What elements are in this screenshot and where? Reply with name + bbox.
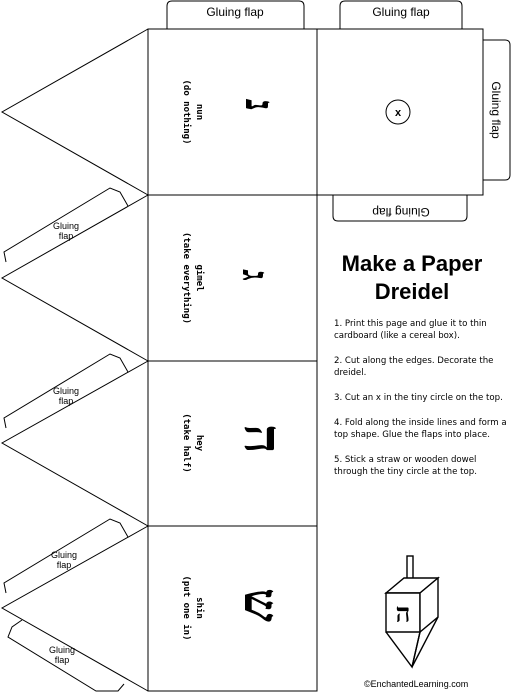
right-gluing-flap [483, 39, 511, 181]
left-flap-2-label-line1: Gluing [53, 386, 79, 396]
face-nun-meaning: (do nothing) [181, 79, 192, 144]
left-flap-2-label-line2: flap [59, 396, 74, 406]
bottom-flap-label: Gluing flap [372, 205, 430, 219]
left-flap-3-label-line1: Gluing [51, 550, 77, 560]
left-flap-4-label-line1: Gluing [49, 645, 75, 655]
top-left-flap-label: Gluing flap [206, 5, 264, 19]
left-flap-1-label-line2: flap [59, 231, 74, 241]
face-shin [147, 525, 318, 692]
top-left-gluing-flap [166, 0, 305, 29]
face-nun-glyph: נ [236, 98, 283, 111]
title-line-1: Make a Paper [341, 251, 483, 276]
face-gimel [147, 194, 318, 362]
face-gimel-meaning: (take everything) [181, 232, 192, 324]
face-gimel-glyph: ג [234, 269, 276, 281]
left-flap-3-label-line2: flap [57, 560, 72, 570]
face-gimel-name: gimel [194, 264, 205, 291]
left-gluing-flap-3 [3, 518, 129, 594]
triangle-1 [0, 28, 149, 196]
left-flap-4-label-line2: flap [55, 655, 70, 665]
left-gluing-flap-1 [3, 187, 129, 263]
instruction-list: 1. Print this page and glue it to thin c… [334, 318, 510, 491]
instruction-step-2: 2. Cut along the edges. Decorate the dre… [334, 356, 494, 378]
title-line-2: Dreidel [374, 279, 450, 304]
right-flap-label: Gluing flap [489, 81, 503, 139]
face-hey-glyph: ה [232, 424, 293, 454]
face-nun [147, 28, 318, 196]
triangle-2 [0, 194, 149, 362]
instruction-step-1: 1. Print this page and glue it to thin c… [334, 319, 487, 341]
left-gluing-flap-4 [7, 619, 125, 692]
illustration-glyph: ה [396, 599, 411, 629]
face-shin-meaning: (put one in) [181, 575, 192, 640]
bottom-gluing-flap [332, 195, 468, 222]
left-flap-1-label-line1: Gluing [53, 221, 79, 231]
face-nun-name: nun [194, 104, 204, 120]
instruction-step-4: 4. Fold along the inside lines and form … [334, 418, 507, 440]
top-right-gluing-flap [339, 0, 463, 29]
triangle-4 [0, 525, 149, 692]
credit-text: ©EnchantedLearning.com [364, 679, 469, 689]
face-shin-name: shin [194, 597, 205, 619]
hole-mark: x [395, 107, 402, 119]
top-right-flap-label: Gluing flap [372, 5, 430, 19]
dreidel-illustration [384, 555, 440, 669]
instruction-step-5: 5. Stick a straw or wooden dowel through… [334, 455, 477, 477]
face-hey-name: hey [194, 435, 204, 452]
instruction-step-3: 3. Cut an x in the tiny circle on the to… [334, 393, 503, 403]
face-hey-meaning: (take half) [181, 413, 191, 473]
hole-circle [385, 99, 411, 125]
face-shin-glyph: ש [233, 588, 289, 622]
triangle-3 [0, 360, 149, 527]
left-gluing-flap-2 [3, 353, 129, 429]
page-title: Make a Paper Dreidel [322, 250, 502, 306]
